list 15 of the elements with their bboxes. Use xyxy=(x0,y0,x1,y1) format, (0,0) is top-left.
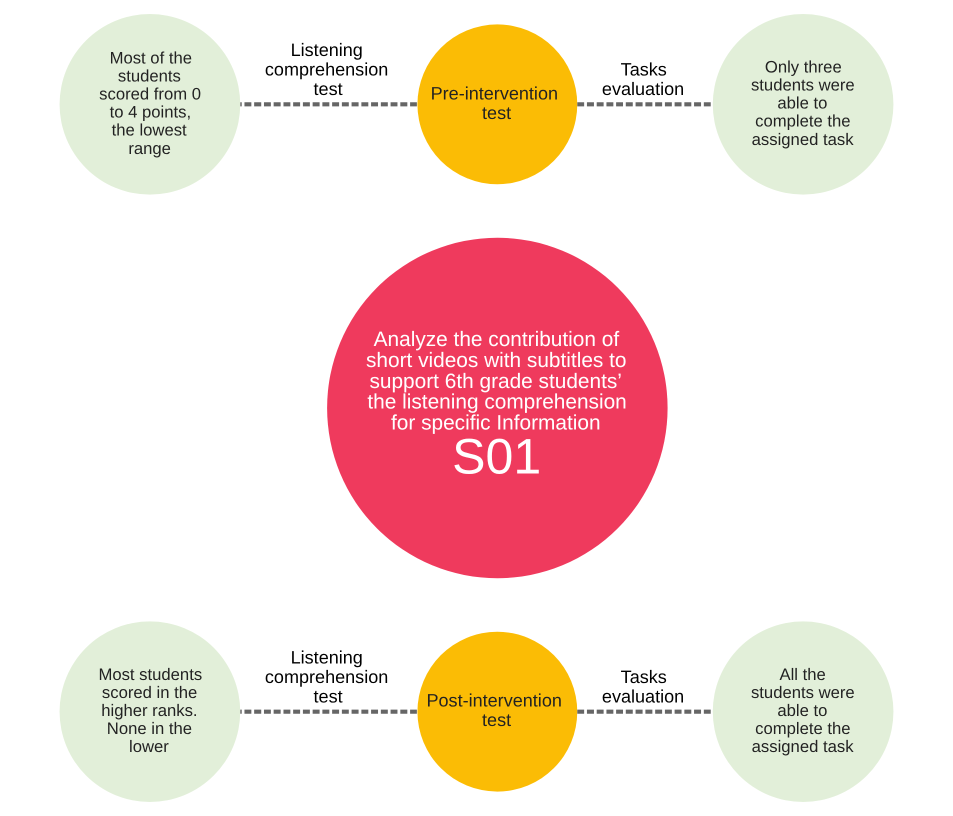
node-circle: Analyze the contribution of short videos with subtitles to support 6th grade students’ the listening comprehension for specific Information S01 xyxy=(327,238,668,578)
connector xyxy=(577,102,712,106)
connector xyxy=(240,710,417,714)
connector xyxy=(240,102,417,106)
edge-label: Listening comprehension test xyxy=(264,648,388,706)
node-circle: Only three students were able to complete the assigned task xyxy=(712,14,894,195)
node-circle: All the students were able to complete the assigned task xyxy=(712,621,894,802)
node-circle: Most students scored in the higher ranks. None in the lower xyxy=(60,621,240,802)
node-circle: Most of the students scored from 0 to 4 points, the lowest range xyxy=(60,14,240,195)
connector xyxy=(577,710,712,714)
node-circle: Pre-intervention test xyxy=(417,24,578,184)
edge-label: Tasks evaluation xyxy=(602,667,684,706)
edge-label: Tasks evaluation xyxy=(602,60,684,100)
node-circle: Post-intervention test xyxy=(417,632,578,792)
edge-label: Listening comprehension test xyxy=(264,40,388,100)
